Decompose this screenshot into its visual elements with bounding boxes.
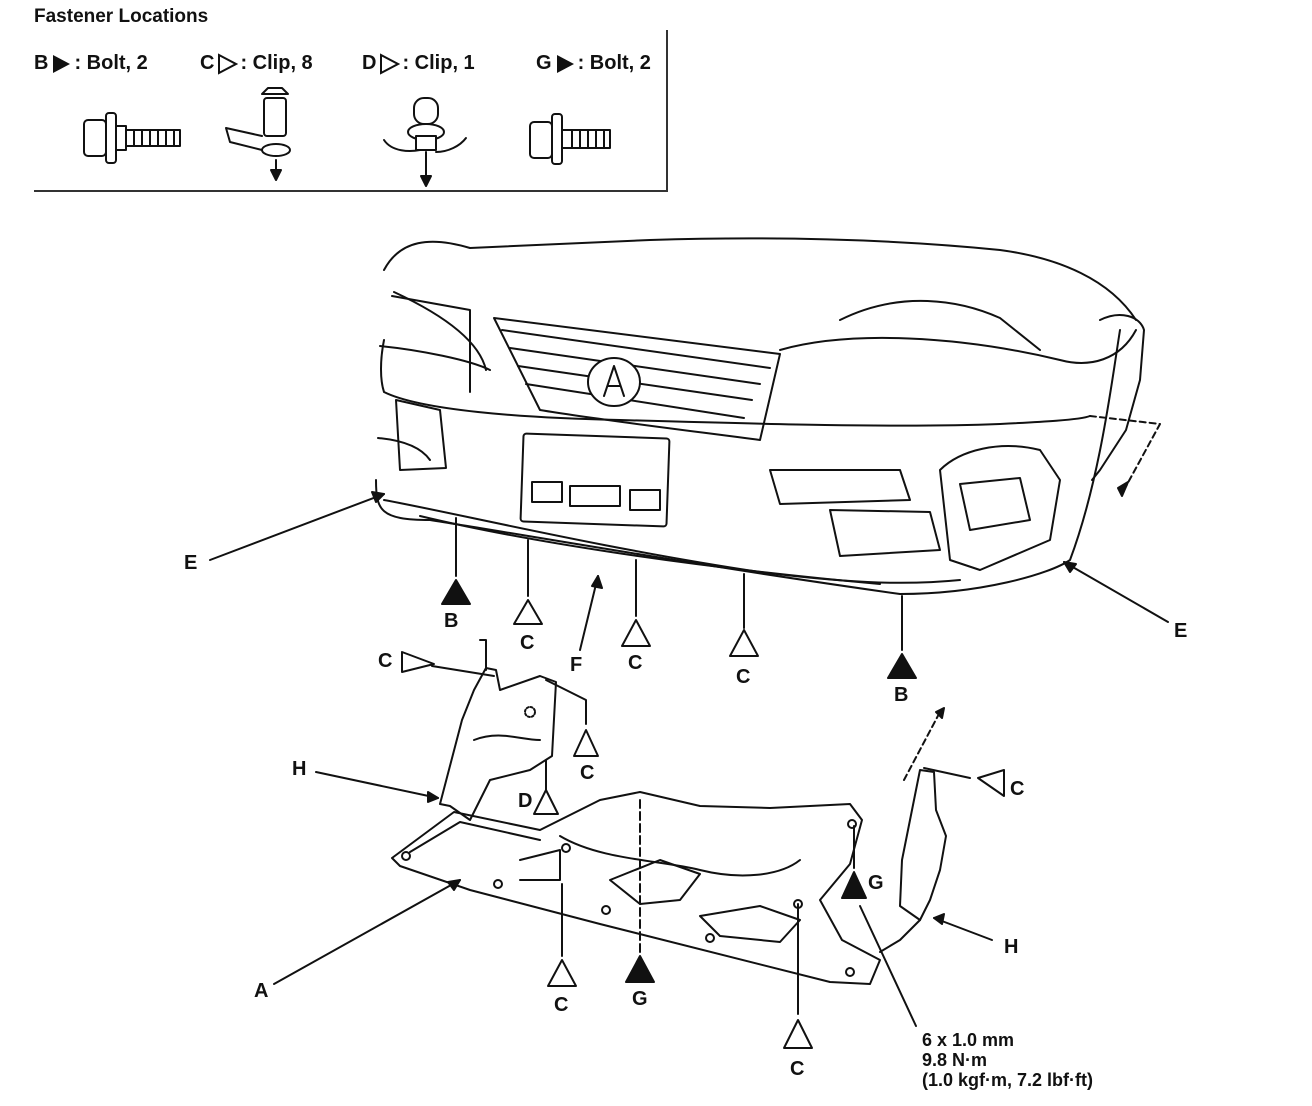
clip-marker-c: [513, 599, 543, 625]
callout-c: C: [520, 632, 535, 654]
callout-c: C: [628, 652, 643, 674]
clip-marker-c: [783, 1019, 813, 1049]
leader-h-left: [315, 771, 439, 799]
legend-item-bolt-g: G : Bolt, 2: [536, 52, 651, 75]
callout-g: G: [632, 988, 648, 1010]
bolt-marker-g: [625, 955, 655, 983]
grille-outline: [493, 317, 781, 441]
leader-e-left: [209, 493, 385, 561]
callout-c: C: [378, 650, 393, 672]
bolt-marker-g: [841, 871, 867, 899]
legend-text: : Clip, 1: [402, 52, 475, 74]
leader-f: [579, 575, 599, 651]
callout-h: H: [292, 758, 307, 780]
callout-h: H: [1004, 936, 1019, 958]
leader-e-right: [1063, 561, 1169, 623]
leader-a: [273, 879, 461, 985]
filled-arrow-icon: [53, 54, 71, 73]
torque-nm: 9.8 N·m: [922, 1050, 988, 1070]
callout-d: D: [518, 790, 533, 812]
torque-spec: 6 x 1.0 mm 9.8 N·m (1.0 kgf·m, 7.2 lbf·f…: [922, 1030, 1093, 1090]
clip-marker-c: [547, 959, 577, 987]
torque-alt: (1.0 kgf·m, 7.2 lbf·ft): [922, 1070, 1094, 1090]
callout-b: B: [894, 684, 909, 706]
legend-letter: B: [34, 52, 49, 74]
clip-marker-c: [621, 619, 651, 647]
legend-item-bolt-b: B : Bolt, 2: [34, 52, 148, 75]
clip-d-picture: [383, 97, 467, 187]
legend-letter: C: [200, 52, 215, 74]
leader-h-right: [933, 917, 993, 941]
callout-g: G: [868, 872, 884, 894]
bolt-g-picture: [529, 113, 611, 165]
clip-marker-c: [977, 769, 1005, 797]
legend-item-clip-d: D : Clip, 1: [362, 52, 475, 75]
legend-text: : Bolt, 2: [74, 52, 148, 74]
bolt-b-picture: [83, 112, 181, 164]
legend-letter: D: [362, 52, 377, 74]
callout-b: B: [444, 610, 459, 632]
bolt-marker-b: [441, 579, 471, 605]
legend-item-clip-c: C : Clip, 8: [200, 52, 313, 75]
callout-f: F: [570, 654, 583, 676]
bolt-size: 6 x 1.0 mm: [922, 1030, 1015, 1050]
clip-marker-c: [573, 729, 599, 757]
callout-c: C: [580, 762, 595, 784]
license-plate: [519, 432, 671, 528]
legend-text: : Bolt, 2: [577, 52, 651, 74]
callout-c: C: [736, 666, 751, 688]
bumper-lip: [375, 329, 1121, 595]
clip-c-picture: [225, 87, 291, 181]
left-splash-shield: [439, 667, 557, 821]
leader-torque: [859, 905, 917, 1027]
legend-frame: [34, 30, 668, 192]
callout-c: C: [1010, 778, 1025, 800]
callout-a: A: [254, 980, 269, 1002]
hollow-arrow-icon: [218, 52, 239, 75]
clip-marker-d: [533, 789, 559, 815]
clip-marker-c: [401, 651, 435, 673]
bolt-marker-b: [887, 653, 917, 679]
hood-edge: [383, 237, 1137, 321]
filled-arrow-icon: [556, 54, 574, 73]
right-splash-shield: [899, 769, 947, 921]
hollow-arrow-icon: [380, 52, 401, 75]
legend-text: : Clip, 8: [240, 52, 313, 74]
callout-e: E: [1174, 620, 1188, 642]
legend-letter: G: [536, 52, 552, 74]
legend-title: Fastener Locations: [34, 6, 209, 27]
callout-e: E: [184, 552, 198, 574]
undercover-a: [391, 791, 881, 985]
callout-c: C: [554, 994, 569, 1016]
clip-marker-c: [729, 629, 759, 657]
emblem: [587, 357, 641, 407]
callout-c: C: [790, 1058, 805, 1080]
